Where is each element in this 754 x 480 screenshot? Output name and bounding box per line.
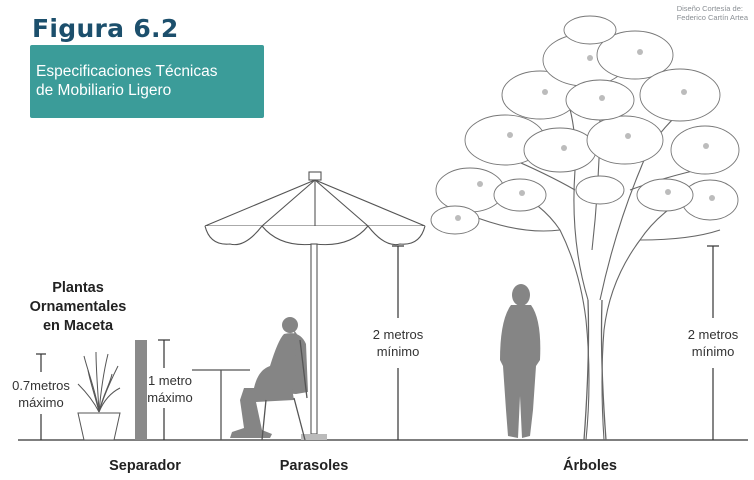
seated-person-silhouette [230, 317, 308, 438]
plant-pot [77, 412, 121, 441]
plants-heading-line-3: en Maceta [42, 318, 114, 334]
separator-dimension-line-2: máximo [147, 390, 193, 405]
cafe-table [192, 369, 250, 440]
plant-leaf [98, 387, 121, 413]
separator-dimension-line-1: 1 metro [147, 373, 193, 388]
plants-heading: Plantas Ornamentales en Maceta [8, 279, 148, 336]
plant-dimension-line-1: 0.7metros [12, 378, 70, 393]
plant-leaf [87, 369, 100, 413]
parasol-illustration [204, 171, 426, 440]
plant-leaf [98, 353, 109, 413]
separator-label: Separador [109, 458, 181, 474]
tree-dimension-line-1: 2 metros [687, 327, 739, 342]
plant-leaf [77, 383, 100, 413]
chair [261, 339, 308, 441]
parasol-dimension-line-2: mínimo [376, 344, 420, 359]
subtitle-line-1: Especificaciones Técnicas [36, 63, 218, 80]
credit-line-1: Diseño Cortesía de: [676, 4, 743, 13]
plants-heading-line-1: Plantas [52, 280, 104, 296]
tree-dimension-label: 2 metros mínimo [678, 326, 748, 360]
plant-dimension-line [36, 353, 46, 440]
standing-person-silhouette [500, 284, 541, 438]
parasol-dimension-line [392, 245, 404, 440]
design-credit: Diseño Cortesía de: Federico Cartín Arte… [677, 4, 748, 22]
separator-dimension-line [158, 339, 170, 440]
plant-dimension-line-2: máximo [18, 395, 64, 410]
plant-leaf [95, 351, 100, 413]
plant-dimension-label: 0.7metros máximo [6, 377, 76, 411]
potted-plant-illustration [77, 351, 121, 441]
parasol-dimension-line-1: 2 metros [372, 327, 424, 342]
parasol-dimension-label: 2 metros mínimo [363, 326, 433, 360]
subtitle-box: Especificaciones Técnicas de Mobiliario … [30, 45, 264, 118]
tree-dimension-line-2: mínimo [691, 344, 735, 359]
tree-dimension-line [707, 245, 719, 440]
separator-panel [135, 340, 147, 440]
figure-title: Figura 6.2 [32, 14, 179, 43]
tree-label: Árboles [563, 458, 617, 474]
credit-line-2: Federico Cartín Artea [676, 13, 748, 22]
separator-dimension-label: 1 metro máximo [140, 372, 200, 406]
parasol-label: Parasoles [279, 458, 349, 474]
plant-leaf [98, 373, 113, 413]
subtitle-line-2: de Mobiliario Ligero [36, 82, 172, 99]
tree-illustration [430, 15, 740, 441]
plants-heading-line-2: Ornamentales [29, 299, 127, 315]
